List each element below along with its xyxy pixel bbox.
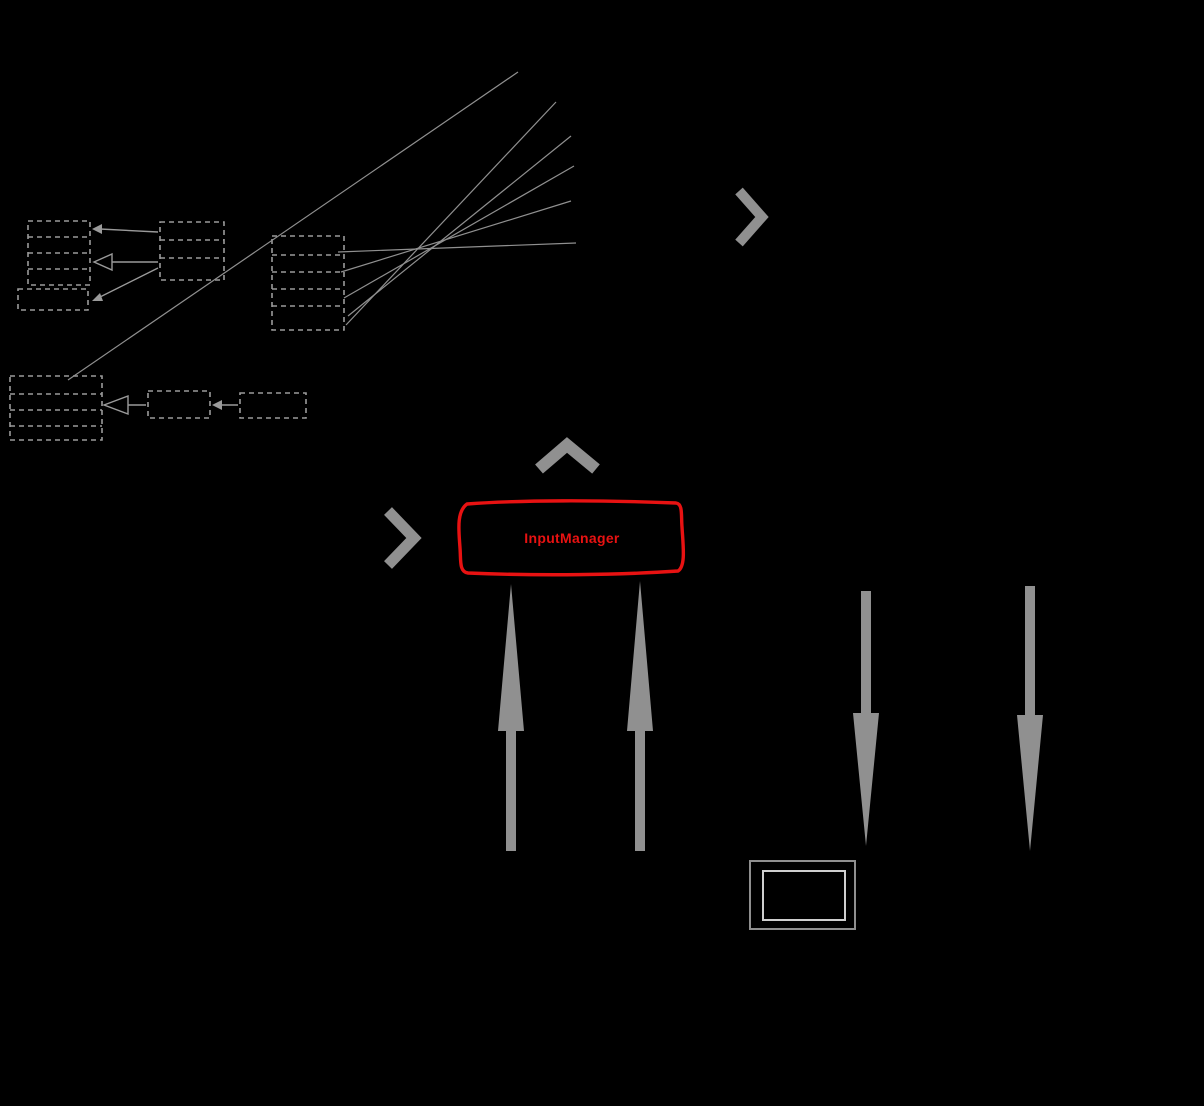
association-arrow xyxy=(92,224,159,234)
generalization-arrow xyxy=(102,394,146,416)
association-arrow xyxy=(92,267,159,301)
class-cluster-bottom xyxy=(9,375,307,441)
up-arrow-icon xyxy=(498,584,524,851)
association-arrow xyxy=(212,400,238,410)
arrowhead-icon xyxy=(212,400,222,410)
class-box xyxy=(159,221,225,281)
up-arrow-icon xyxy=(627,581,653,851)
connector-line xyxy=(337,242,577,253)
connector-line xyxy=(345,101,557,326)
down-arrow-icon xyxy=(853,591,879,846)
association-line xyxy=(97,267,159,299)
connector-line xyxy=(347,135,572,317)
open-arrowhead-icon xyxy=(102,394,129,416)
arrowhead-icon xyxy=(92,224,102,234)
class-box xyxy=(9,375,103,441)
generalization-arrow xyxy=(92,252,158,272)
chevron-right-icon xyxy=(735,187,769,247)
screen-frame-outer xyxy=(749,860,856,930)
connector-line xyxy=(340,200,572,273)
class-box xyxy=(271,235,345,331)
chevron-up-icon xyxy=(535,437,600,474)
class-cluster-top xyxy=(17,220,345,331)
zoom-connector-lines xyxy=(67,71,577,381)
class-box-frame xyxy=(9,375,103,441)
arrowhead-icon xyxy=(92,293,103,301)
class-box xyxy=(27,220,91,286)
connector-line xyxy=(67,71,519,381)
class-box-frame xyxy=(159,221,225,281)
open-arrowhead-icon xyxy=(92,252,113,272)
class-box xyxy=(239,392,307,419)
chevron-right-icon xyxy=(384,507,422,569)
class-box xyxy=(147,390,211,419)
input-manager-outline xyxy=(457,499,686,577)
connector-line xyxy=(343,165,575,299)
class-box-frame xyxy=(147,390,211,419)
class-box-frame xyxy=(239,392,307,419)
input-manager-label: InputManager xyxy=(524,530,620,546)
down-arrow-icon xyxy=(1017,586,1043,851)
class-box xyxy=(17,288,89,311)
input-manager-node: InputManager xyxy=(457,499,686,577)
screen-frame-icon xyxy=(749,860,856,930)
class-box-frame xyxy=(271,235,345,331)
association-line xyxy=(99,228,159,233)
class-box-frame xyxy=(17,288,89,311)
screen-frame-inner xyxy=(762,870,846,921)
